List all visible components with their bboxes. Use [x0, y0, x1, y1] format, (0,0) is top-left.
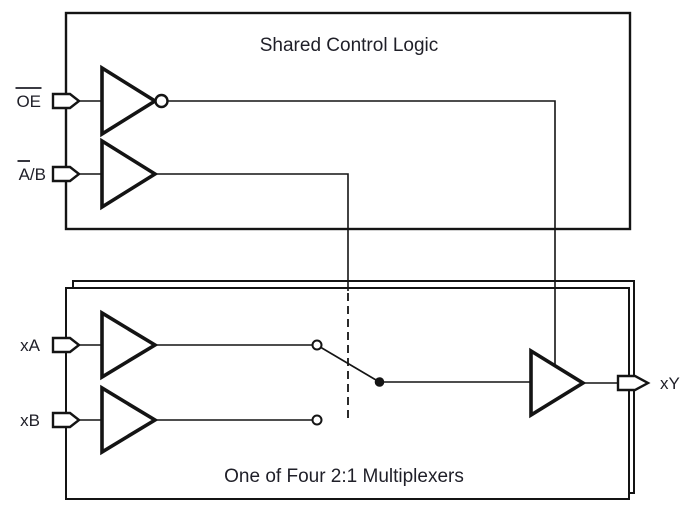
ab-select-wire	[155, 173, 349, 291]
xb-label: xB	[20, 411, 40, 430]
switch-contact-a	[311, 339, 323, 351]
oe-inverter-bubble	[154, 93, 169, 109]
shared-control-logic-title: Shared Control Logic	[260, 35, 439, 56]
xa-label: xA	[20, 336, 41, 355]
ab-buffer-gate	[100, 137, 159, 211]
switch-wiper	[320, 346, 377, 381]
switch-common-dot	[374, 377, 385, 387]
oe-enable-wire	[167, 100, 556, 366]
oe-inverter-gate	[100, 64, 159, 138]
xa-buffer-gate	[100, 309, 159, 381]
oe-input-pin	[51, 92, 81, 110]
ab-label: A/B	[19, 165, 46, 184]
ab-input-pin	[51, 165, 81, 183]
xb-buffer-gate	[100, 384, 159, 456]
oe-label: OE	[16, 92, 41, 111]
xy-output-pin	[616, 374, 651, 392]
xy-label: xY	[660, 374, 680, 393]
switch-contact-b	[311, 414, 323, 426]
output-buffer-gate	[529, 347, 587, 419]
xb-input-pin	[51, 411, 81, 429]
xa-input-pin	[51, 336, 81, 354]
mux-box-title: One of Four 2:1 Multiplexers	[224, 466, 464, 487]
